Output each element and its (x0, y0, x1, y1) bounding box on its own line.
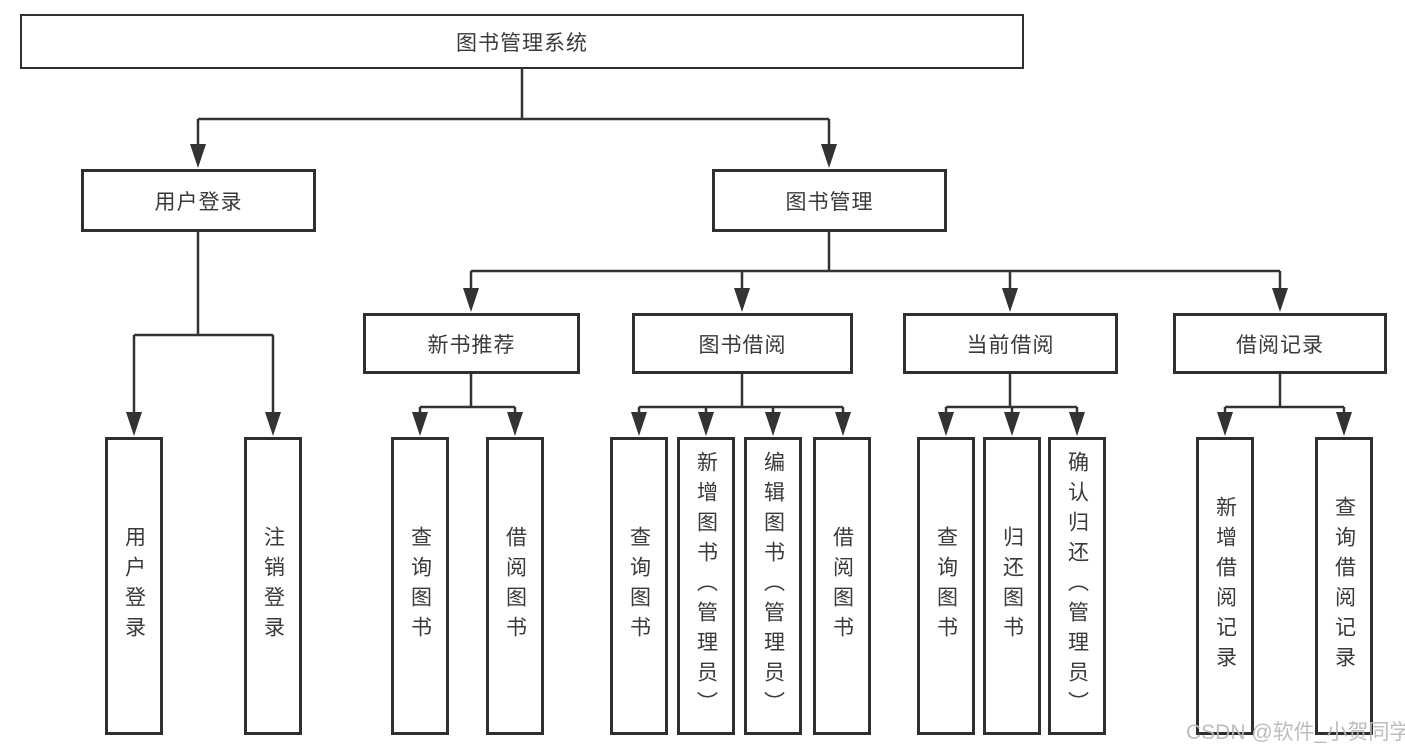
node-label: 图书管理 (785, 190, 874, 214)
node-current-borrow: 当前借阅 (903, 313, 1118, 374)
leaf-label: 查询图书 (408, 526, 432, 646)
leaf-edit-books-admin: 编辑图书（管理员） (744, 437, 802, 735)
leaf-label: 查询图书 (627, 526, 651, 646)
leaf-label: 查询图书 (934, 526, 958, 646)
leaf-add-books-admin: 新增图书（管理员） (677, 437, 735, 735)
node-book-borrow: 图书借阅 (632, 313, 853, 374)
leaf-label: 编辑图书（管理员） (761, 451, 785, 721)
node-user-login: 用户登录 (81, 169, 316, 232)
leaf-query-books-recommend: 查询图书 (391, 437, 449, 735)
leaf-confirm-return-admin: 确认归还（管理员） (1048, 437, 1106, 735)
leaf-logout: 注销登录 (244, 437, 302, 735)
leaf-label: 新增借阅记录 (1213, 496, 1237, 676)
leaf-label: 归还图书 (1000, 526, 1024, 646)
leaf-label: 确认归还（管理员） (1065, 451, 1089, 721)
node-borrow-records: 借阅记录 (1173, 313, 1387, 374)
node-label: 用户登录 (154, 190, 243, 214)
watermark: CSDN @软件_小贺同学 (1186, 721, 1405, 744)
leaf-query-books-current: 查询图书 (917, 437, 975, 735)
node-label: 图书借阅 (698, 333, 787, 357)
node-book-management: 图书管理 (712, 169, 947, 232)
leaf-label: 注销登录 (261, 526, 285, 646)
leaf-label: 用户登录 (122, 526, 146, 646)
leaf-label: 借阅图书 (503, 526, 527, 646)
leaf-label: 查询借阅记录 (1332, 496, 1356, 676)
node-label: 借阅记录 (1236, 333, 1324, 357)
node-new-book-recommend: 新书推荐 (363, 313, 580, 374)
leaf-add-borrow-record: 新增借阅记录 (1196, 437, 1254, 735)
leaf-query-books-borrow: 查询图书 (610, 437, 668, 735)
leaf-return-books: 归还图书 (983, 437, 1041, 735)
node-label: 新书推荐 (427, 333, 516, 357)
leaf-user-login: 用户登录 (105, 437, 163, 735)
leaf-query-borrow-record: 查询借阅记录 (1315, 437, 1373, 735)
leaf-label: 新增图书（管理员） (694, 451, 718, 721)
node-label: 图书管理系统 (456, 31, 588, 55)
arrowheads (126, 144, 1352, 436)
leaf-borrow-books: 借阅图书 (813, 437, 871, 735)
node-label: 当前借阅 (966, 333, 1055, 357)
node-library-management-system: 图书管理系统 (20, 14, 1024, 69)
leaf-label: 借阅图书 (830, 526, 854, 646)
leaf-borrow-books-recommend: 借阅图书 (486, 437, 544, 735)
